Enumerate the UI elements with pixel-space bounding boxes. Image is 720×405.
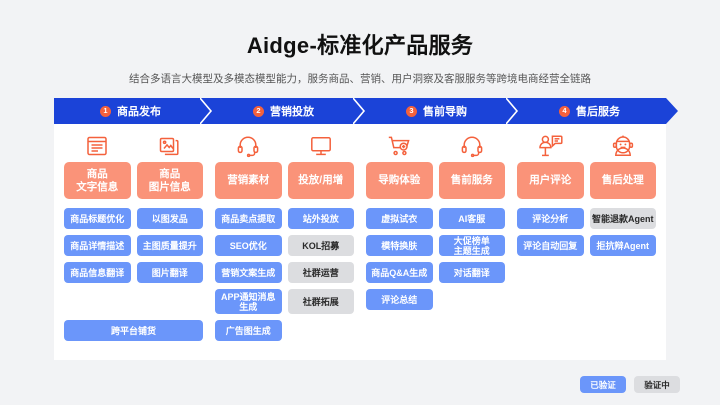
- capability-tag-list: 商品标题优化商品详情描述商品信息翻译: [64, 208, 131, 289]
- stage-label: 营销投放: [270, 106, 314, 118]
- capability-tag-list: 评论分析评论自动回复: [517, 208, 584, 262]
- capability-tag[interactable]: 图片翻译: [136, 262, 203, 283]
- capability-tag[interactable]: 商品信息翻译: [64, 262, 131, 283]
- column-head-box[interactable]: 用户评论: [517, 162, 584, 199]
- stage-group-2: 营销素材商品卖点提取 SEO优化营销文案生成 APP通知消息生成广告图生成 投放/用…: [212, 132, 357, 347]
- column-head-box[interactable]: 售后处理: [589, 162, 656, 199]
- stage-label: 售后服务: [576, 106, 620, 118]
- stage-number-badge: 2: [253, 105, 264, 117]
- column-head-box[interactable]: 营销素材: [215, 162, 282, 199]
- capability-column: 导购体验虚拟试衣模特换肤商品Q&A生成评论总结: [363, 132, 436, 347]
- capability-tag-list: 商品卖点提取 SEO优化营销文案生成 APP通知消息生成广告图生成: [215, 208, 282, 347]
- wide-tag-wrapper: 跨平台铺货: [61, 320, 206, 347]
- stage-1[interactable]: 1 商品发布: [54, 98, 213, 124]
- user-comment-icon: [537, 132, 563, 160]
- stage-group-3: 导购体验虚拟试衣模特换肤商品Q&A生成评论总结 售前服务 AI客服大促榜单 主题生…: [363, 132, 508, 347]
- capability-tag[interactable]: 评论总结: [366, 289, 433, 310]
- stage-number-badge: 3: [406, 105, 417, 117]
- capability-tag[interactable]: 拒抗辩Agent: [589, 235, 656, 256]
- capability-column: 用户评论评论分析评论自动回复: [514, 132, 587, 347]
- capability-column: 商品 图片信息以图发品主图质量提升图片翻译: [134, 132, 207, 320]
- capability-tag[interactable]: 主图质量提升: [136, 235, 203, 256]
- capability-tag[interactable]: 社群运营: [287, 262, 354, 283]
- capability-tag[interactable]: 商品Q&A生成: [366, 262, 433, 283]
- legend: 已验证验证中: [580, 376, 680, 393]
- capability-tag-list: 智能退款Agent 拒抗辩Agent: [589, 208, 656, 262]
- column-head-box[interactable]: 售前服务: [438, 162, 505, 199]
- capability-tag[interactable]: 模特换肤: [366, 235, 433, 256]
- document-text-icon: [85, 132, 109, 160]
- capability-tag-list: 站外投放 KOL招募社群运营社群拓展: [287, 208, 354, 320]
- capability-column: 商品 文字信息商品标题优化商品详情描述商品信息翻译: [61, 132, 134, 320]
- capability-tag[interactable]: 智能退款Agent: [589, 208, 656, 229]
- capability-tag-list: AI客服大促榜单 主题生成对话翻译: [438, 208, 505, 289]
- stage-group-1: 商品 文字信息商品标题优化商品详情描述商品信息翻译 商品 图片信息以图发品主图质…: [61, 132, 206, 347]
- columns-container: 商品 文字信息商品标题优化商品详情描述商品信息翻译 商品 图片信息以图发品主图质…: [54, 124, 666, 347]
- capability-column: 售前服务 AI客服大促榜单 主题生成对话翻译: [436, 132, 509, 347]
- capability-tag[interactable]: AI客服: [438, 208, 505, 229]
- capability-column: 营销素材商品卖点提取 SEO优化营销文案生成 APP通知消息生成广告图生成: [212, 132, 285, 347]
- legend-pending: 验证中: [634, 376, 680, 393]
- column-head-box[interactable]: 商品 文字信息: [64, 162, 131, 199]
- capability-tag[interactable]: 评论分析: [517, 208, 584, 229]
- capability-tag[interactable]: 对话翻译: [438, 262, 505, 283]
- stage-navbar: 1 商品发布 2 营销投放 3 售前导购 4 售后服务: [54, 98, 678, 124]
- stage-4[interactable]: 4 售后服务: [513, 98, 666, 124]
- capability-tag-wide[interactable]: 跨平台铺货: [64, 320, 203, 341]
- stage-number-badge: 4: [559, 105, 570, 117]
- capability-tag[interactable]: 社群拓展: [287, 289, 354, 314]
- stage-2[interactable]: 2 营销投放: [207, 98, 366, 124]
- capability-tag[interactable]: 商品卖点提取: [215, 208, 282, 229]
- stage-group-4: 用户评论评论分析评论自动回复 售后处理智能退款Agent 拒抗辩Agent: [514, 132, 659, 347]
- capability-tag[interactable]: SEO优化: [215, 235, 282, 256]
- headset-icon: [236, 132, 260, 160]
- capability-tag[interactable]: 虚拟试衣: [366, 208, 433, 229]
- shopping-cart-plus-icon: [387, 132, 411, 160]
- capability-column: 售后处理智能退款Agent 拒抗辩Agent: [587, 132, 660, 347]
- stage-3[interactable]: 3 售前导购: [360, 98, 519, 124]
- capability-tag[interactable]: KOL招募: [287, 235, 354, 256]
- monitor-icon: [309, 132, 333, 160]
- capability-tag[interactable]: 大促榜单 主题生成: [438, 235, 505, 256]
- legend-verified: 已验证: [580, 376, 626, 393]
- capability-tag[interactable]: 评论自动回复: [517, 235, 584, 256]
- stage-number-badge: 1: [100, 105, 111, 117]
- column-head-box[interactable]: 商品 图片信息: [136, 162, 203, 199]
- capability-tag[interactable]: 商品标题优化: [64, 208, 131, 229]
- capability-tag[interactable]: 以图发品: [136, 208, 203, 229]
- image-stack-icon: [158, 132, 182, 160]
- page-title: Aidge-标准化产品服务: [246, 33, 474, 58]
- page-subtitle: 结合多语言大模型及多模态模型能力，服务商品、营销、用户洞察及客服服务等跨境电商经…: [129, 73, 591, 85]
- capability-tag[interactable]: APP通知消息生成: [215, 289, 282, 314]
- column-head-box[interactable]: 导购体验: [366, 162, 433, 199]
- capability-column: 投放/用增站外投放 KOL招募社群运营社群拓展: [285, 132, 358, 347]
- capability-tag[interactable]: 站外投放: [287, 208, 354, 229]
- headset-icon: [460, 132, 484, 160]
- capability-tag[interactable]: 广告图生成: [215, 320, 282, 341]
- column-head-box[interactable]: 投放/用增: [287, 162, 354, 199]
- capability-tag-list: 虚拟试衣模特换肤商品Q&A生成评论总结: [366, 208, 433, 316]
- stage-label: 售前导购: [423, 106, 467, 118]
- capability-tag[interactable]: 商品详情描述: [64, 235, 131, 256]
- pipeline-card: 1 商品发布 2 营销投放 3 售前导购 4 售后服务 商品 文字信息商品标题优化商品详…: [54, 98, 678, 360]
- stage-label: 商品发布: [117, 106, 161, 118]
- capability-tag-list: 以图发品主图质量提升图片翻译: [136, 208, 203, 289]
- robot-agent-icon: [611, 132, 635, 160]
- capability-tag[interactable]: 营销文案生成: [215, 262, 282, 283]
